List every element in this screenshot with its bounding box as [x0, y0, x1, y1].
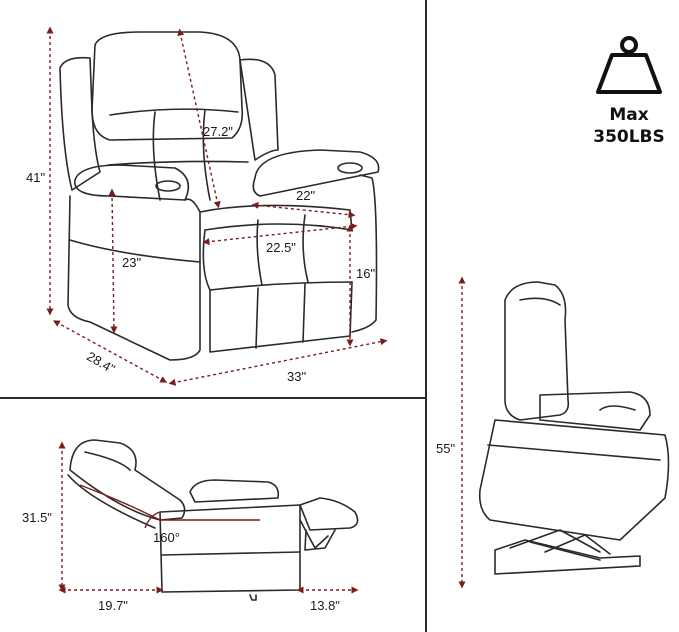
lift-view-chair	[478, 281, 670, 575]
label-seat-front-height: 16"	[356, 266, 376, 281]
recline-view-dimensions	[58, 441, 359, 594]
front-view-chair	[59, 31, 380, 361]
label-back-clearance: 19.7"	[98, 598, 128, 613]
horizontal-divider	[0, 397, 425, 399]
label-back-height: 27.2"	[203, 124, 233, 139]
vertical-divider	[425, 0, 427, 632]
front-view-dimensions	[46, 26, 388, 386]
label-height-total: 41"	[26, 170, 46, 185]
label-lift-height: 55"	[436, 441, 456, 456]
max-weight-value: 350LBS	[593, 127, 665, 147]
label-front-clearance: 13.8"	[310, 598, 340, 613]
label-recline-angle: 160°	[153, 530, 180, 545]
label-arm-width: 22"	[296, 188, 316, 203]
label-recline-height: 31.5"	[22, 510, 52, 525]
recline-view-chair	[67, 439, 359, 601]
weight-icon	[596, 36, 662, 94]
label-width: 33"	[287, 369, 307, 384]
label-seat-width: 22.5"	[266, 240, 296, 255]
max-weight-label: Max	[609, 105, 649, 125]
label-seat-height: 23"	[122, 255, 142, 270]
